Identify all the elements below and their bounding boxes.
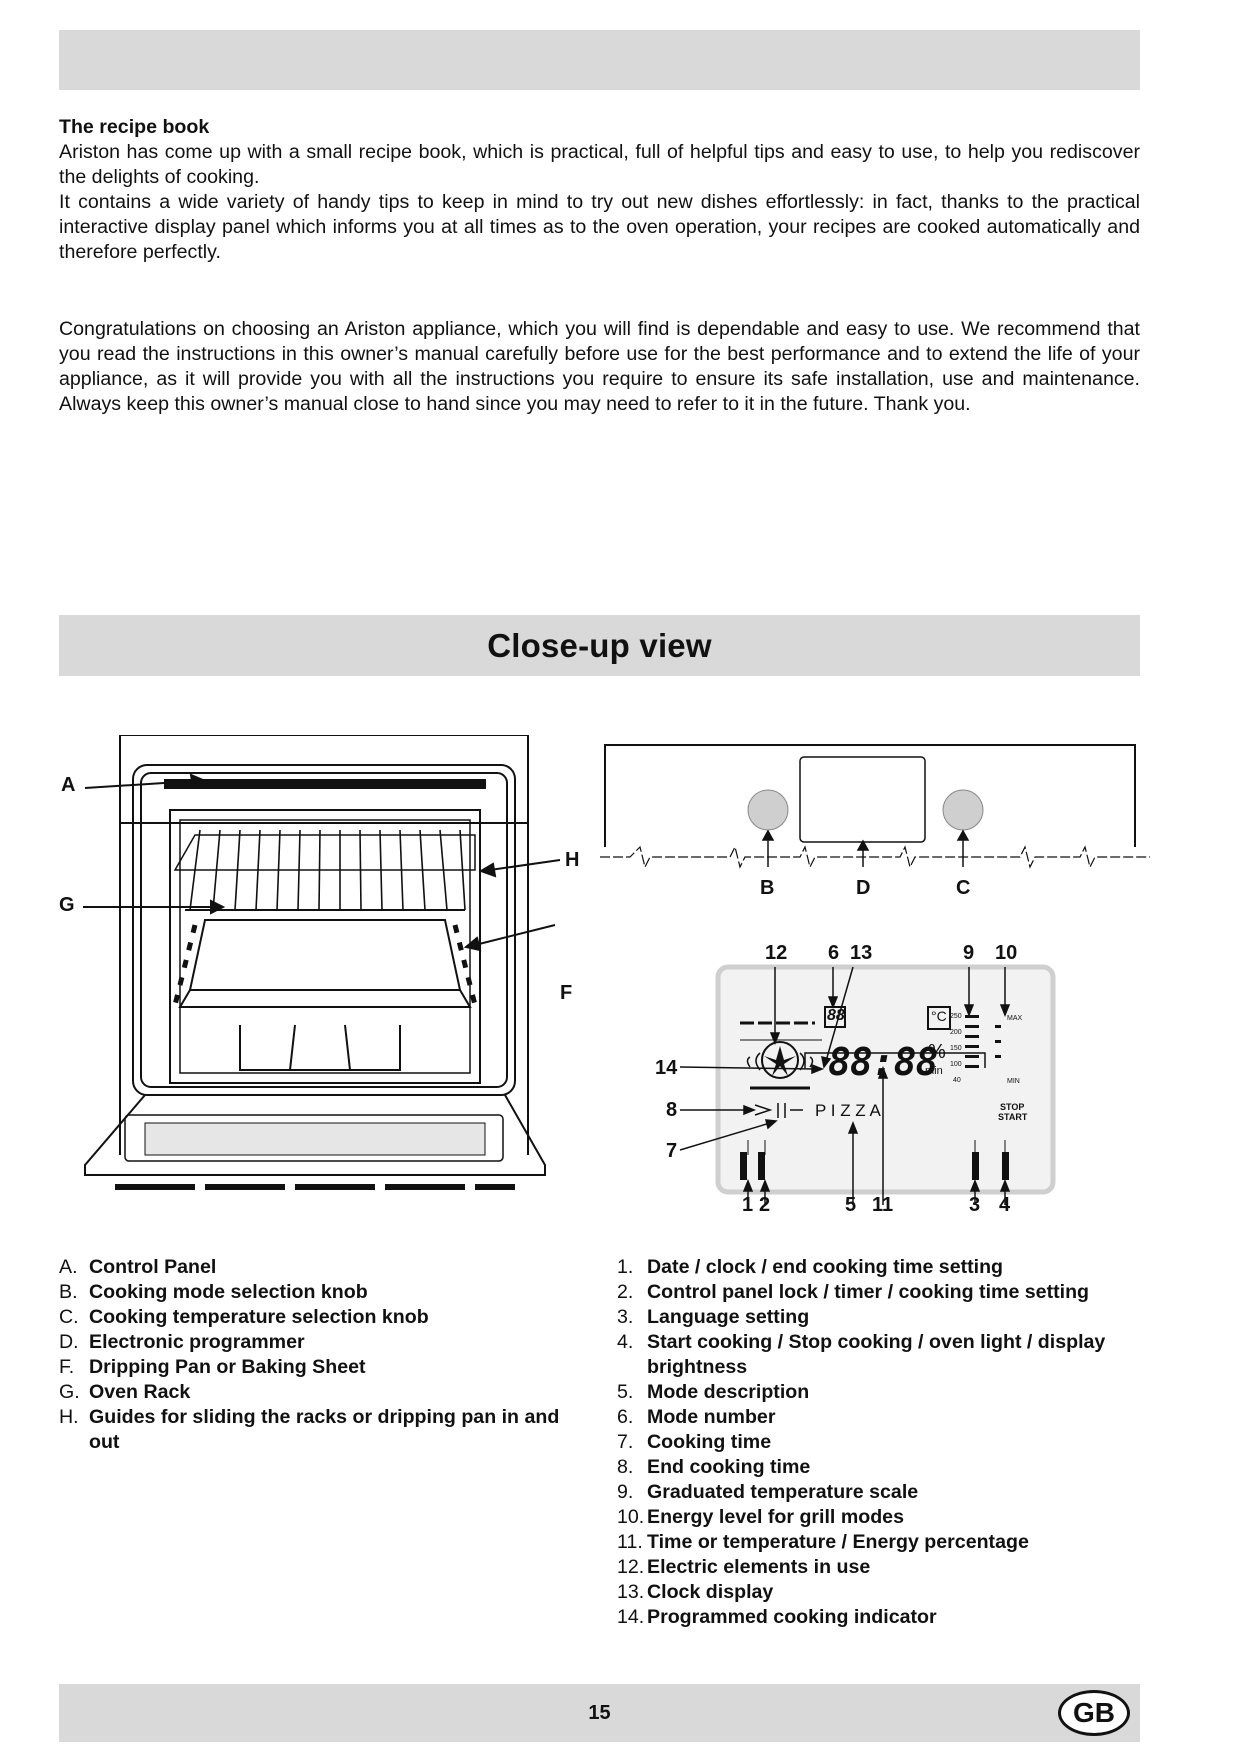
display-mode-number: 88 xyxy=(827,1007,845,1024)
recipe-book-section: The recipe book Ariston has come up with… xyxy=(59,115,1140,265)
callout-14: 14 xyxy=(655,1057,678,1079)
callout-8: 8 xyxy=(666,1099,678,1121)
control-panel-drawing xyxy=(600,744,1150,1205)
legend-item: 5.Mode description xyxy=(617,1381,810,1403)
callout-d: D xyxy=(856,877,871,899)
callout-11: 11 xyxy=(872,1194,894,1216)
callout-12: 12 xyxy=(765,942,788,964)
display-start: START xyxy=(998,1112,1028,1122)
recipe-book-paragraph-1: Ariston has come up with a small recipe … xyxy=(59,141,1140,188)
callout-2: 2 xyxy=(759,1194,771,1216)
recipe-book-paragraph-2: It contains a wide variety of handy tips… xyxy=(59,191,1140,263)
callout-4: 4 xyxy=(999,1194,1011,1216)
legend-item: G.Oven Rack xyxy=(59,1381,191,1403)
header-bar xyxy=(59,30,1140,90)
callout-5: 5 xyxy=(845,1194,857,1216)
legend-item: 1.Date / clock / end cooking time settin… xyxy=(617,1256,1004,1278)
display-scale-200: 200 xyxy=(950,1029,962,1036)
callout-h: H xyxy=(565,849,580,871)
section-title-bar: Close-up view xyxy=(59,615,1140,676)
legend-item: 12.Electric elements in use xyxy=(617,1556,871,1578)
footer-bar: 15 GB xyxy=(59,1684,1140,1742)
display-pizza: P I Z Z A xyxy=(815,1101,881,1120)
legend-item: A.Control Panel xyxy=(59,1256,217,1278)
section-title: Close-up view xyxy=(487,626,712,664)
legend-item: 14.Programmed cooking indicator xyxy=(617,1606,937,1628)
legend-left: A.Control Panel B.Cooking mode selection… xyxy=(59,1255,589,1455)
display-max: MAX xyxy=(1007,1015,1023,1022)
callout-10: 10 xyxy=(995,942,1018,964)
oven-drawing xyxy=(83,735,561,1190)
legend-item: 2.Control panel lock / timer / cooking t… xyxy=(617,1281,1090,1303)
legend-item: H.Guides for sliding the racks or drippi… xyxy=(59,1406,560,1453)
display-scale-250: 250 xyxy=(950,1013,962,1020)
oven-diagram: A G H F xyxy=(55,735,579,1235)
legend-item: 7.Cooking time xyxy=(617,1431,772,1453)
callout-g: G xyxy=(59,894,75,916)
callout-1: 1 xyxy=(742,1194,754,1216)
callout-7: 7 xyxy=(666,1140,678,1162)
display-digits: 88:88 xyxy=(828,1040,938,1084)
display-celsius: °C xyxy=(931,1008,947,1024)
legend-right: 1.Date / clock / end cooking time settin… xyxy=(617,1255,1147,1630)
legend-item: 8.End cooking time xyxy=(617,1456,811,1478)
display-scale-100: 100 xyxy=(950,1061,962,1068)
legend-item: F.Dripping Pan or Baking Sheet xyxy=(59,1356,366,1378)
legend-item: B.Cooking mode selection knob xyxy=(59,1281,368,1303)
recipe-book-title: The recipe book xyxy=(59,116,210,138)
display-stop: STOP xyxy=(1000,1102,1025,1112)
congratulations-paragraph: Congratulations on choosing an Ariston a… xyxy=(59,318,1140,415)
legend-item: 13.Clock display xyxy=(617,1581,774,1603)
display-percent: % xyxy=(928,1041,946,1063)
callout-c: C xyxy=(956,877,971,899)
display-scale-150: 150 xyxy=(950,1045,962,1052)
callout-f: F xyxy=(560,982,573,1004)
callout-3: 3 xyxy=(969,1194,981,1216)
display-min-label: MIN xyxy=(1007,1078,1020,1085)
legend-item: C.Cooking temperature selection knob xyxy=(59,1306,429,1328)
control-panel-diagram: 88 °C 88:88 % min P I Z Z A STOP START M… xyxy=(600,735,1150,1215)
callout-b: B xyxy=(760,877,775,899)
legend-item: 9.Graduated temperature scale xyxy=(617,1481,919,1503)
callout-13: 13 xyxy=(850,942,873,964)
display-scale-40: 40 xyxy=(953,1077,961,1084)
legend-item: 6.Mode number xyxy=(617,1406,776,1428)
callout-6: 6 xyxy=(828,942,840,964)
legend-item: 10.Energy level for grill modes xyxy=(617,1506,904,1528)
callout-9: 9 xyxy=(963,942,975,964)
callout-a: A xyxy=(61,774,76,796)
legend-item: 4.Start cooking / Stop cooking / oven li… xyxy=(617,1331,1106,1378)
legend-item: 11.Time or temperature / Energy percenta… xyxy=(617,1531,1029,1553)
legend-item: 3.Language setting xyxy=(617,1306,810,1328)
legend-item: D.Electronic programmer xyxy=(59,1331,305,1353)
display-min: min xyxy=(925,1065,943,1077)
country-badge: GB xyxy=(1058,1690,1130,1736)
page-number: 15 xyxy=(588,1701,611,1724)
